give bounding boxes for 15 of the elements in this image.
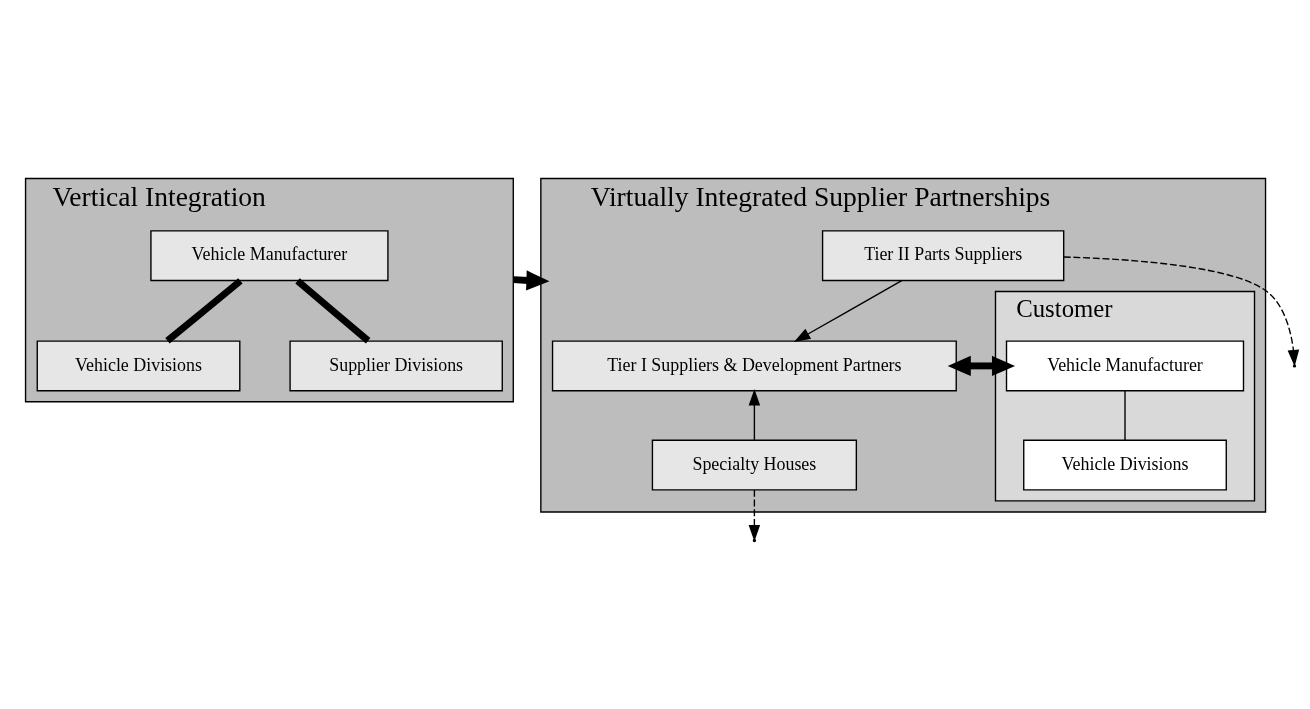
node-box: Vehicle Divisions: [1023, 439, 1227, 491]
arrow: [793, 279, 903, 343]
node-box: Tier I Suppliers & Development Partners: [551, 340, 957, 392]
arrow: [748, 489, 761, 542]
node-box: Vehicle Manufacturer: [1005, 340, 1245, 392]
connector: [165, 278, 243, 344]
arrow: [947, 355, 1015, 376]
node-box: Vehicle Manufacturer: [150, 230, 389, 282]
node-box: Tier II Parts Suppliers: [821, 230, 1065, 282]
connector: [1124, 390, 1126, 441]
arrow: [748, 389, 761, 441]
node-box: Supplier Divisions: [289, 340, 503, 392]
connector: [295, 278, 371, 344]
node-box: Specialty Houses: [651, 439, 858, 491]
node-box: Vehicle Divisions: [36, 340, 241, 392]
